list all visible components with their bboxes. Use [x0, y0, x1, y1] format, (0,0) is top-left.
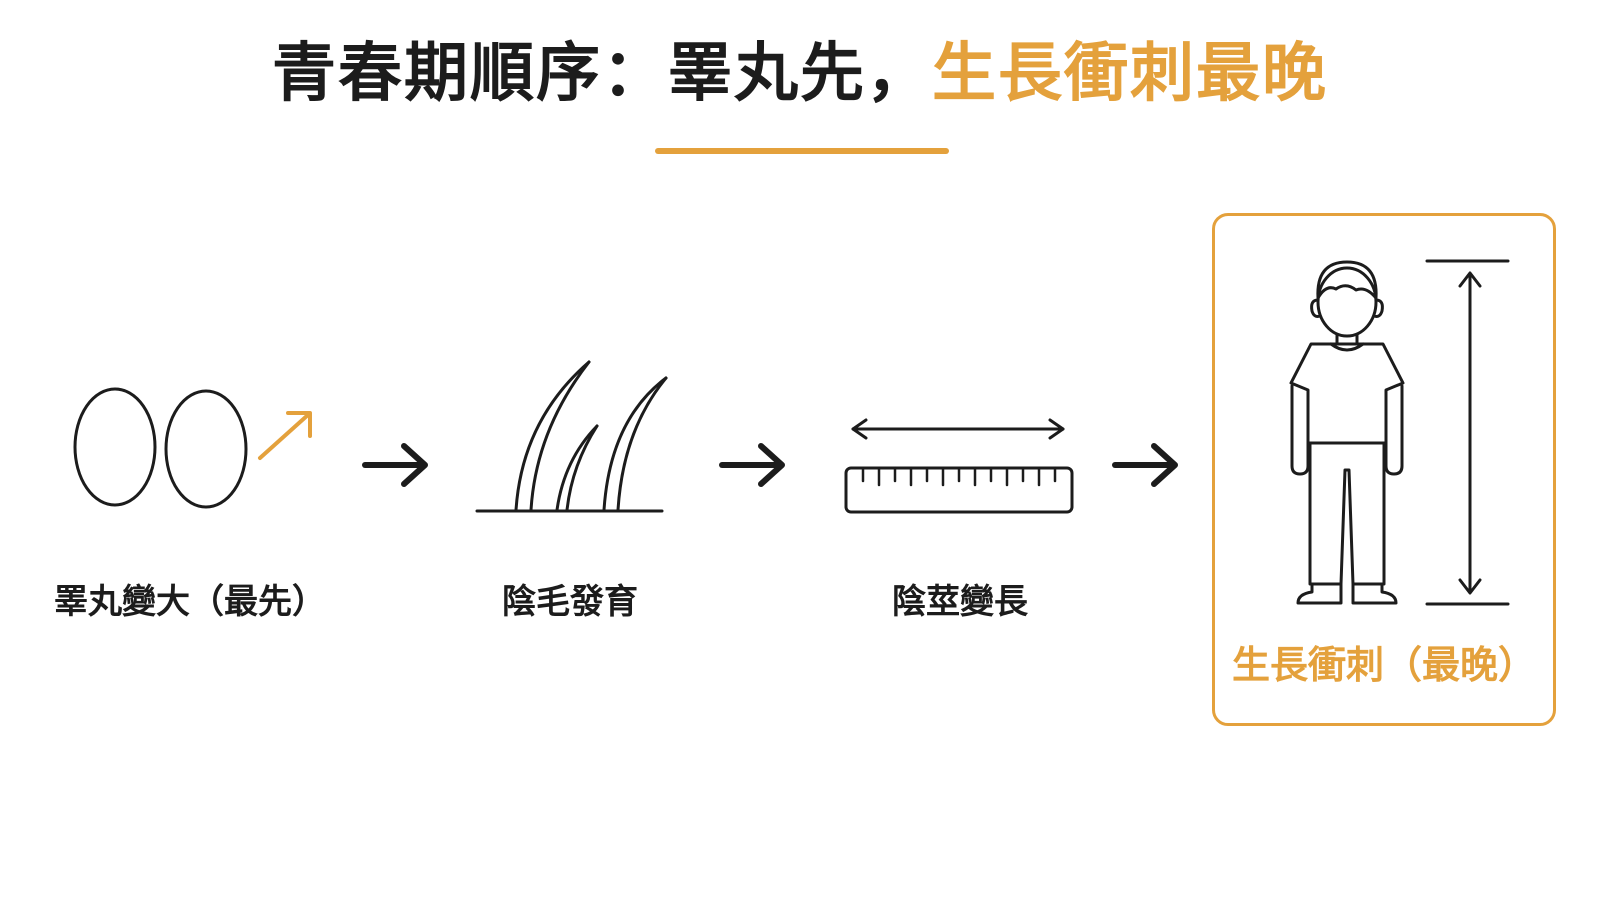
- person-height-icon: [1289, 259, 1510, 606]
- stage-label-growth-spurt: 生長衝刺（最晚）: [1231, 643, 1536, 687]
- title-main: 青春期順序：睪丸先，: [272, 37, 932, 111]
- sequence-arrow-icon: [1112, 443, 1178, 487]
- testes-icon: [73, 387, 248, 509]
- sequence-arrow-icon: [719, 443, 785, 487]
- hair-growth-icon: [475, 360, 668, 513]
- final-stage-highlight-box: [1212, 213, 1556, 726]
- ruler-length-icon: [844, 418, 1074, 514]
- stage-label-pubic-hair: 陰毛發育: [502, 582, 638, 622]
- growth-arrow-icon: [258, 411, 312, 460]
- sequence-arrow-icon: [362, 443, 428, 487]
- page-title: 青春期順序：睪丸先，生長衝刺最晚: [0, 36, 1600, 113]
- title-underline: [655, 148, 949, 154]
- title-accent: 生長衝刺最晚: [932, 37, 1328, 111]
- stage-label-penis-length: 陰莖變長: [892, 582, 1028, 622]
- stage-label-testes: 睪丸變大（最先）: [54, 582, 326, 622]
